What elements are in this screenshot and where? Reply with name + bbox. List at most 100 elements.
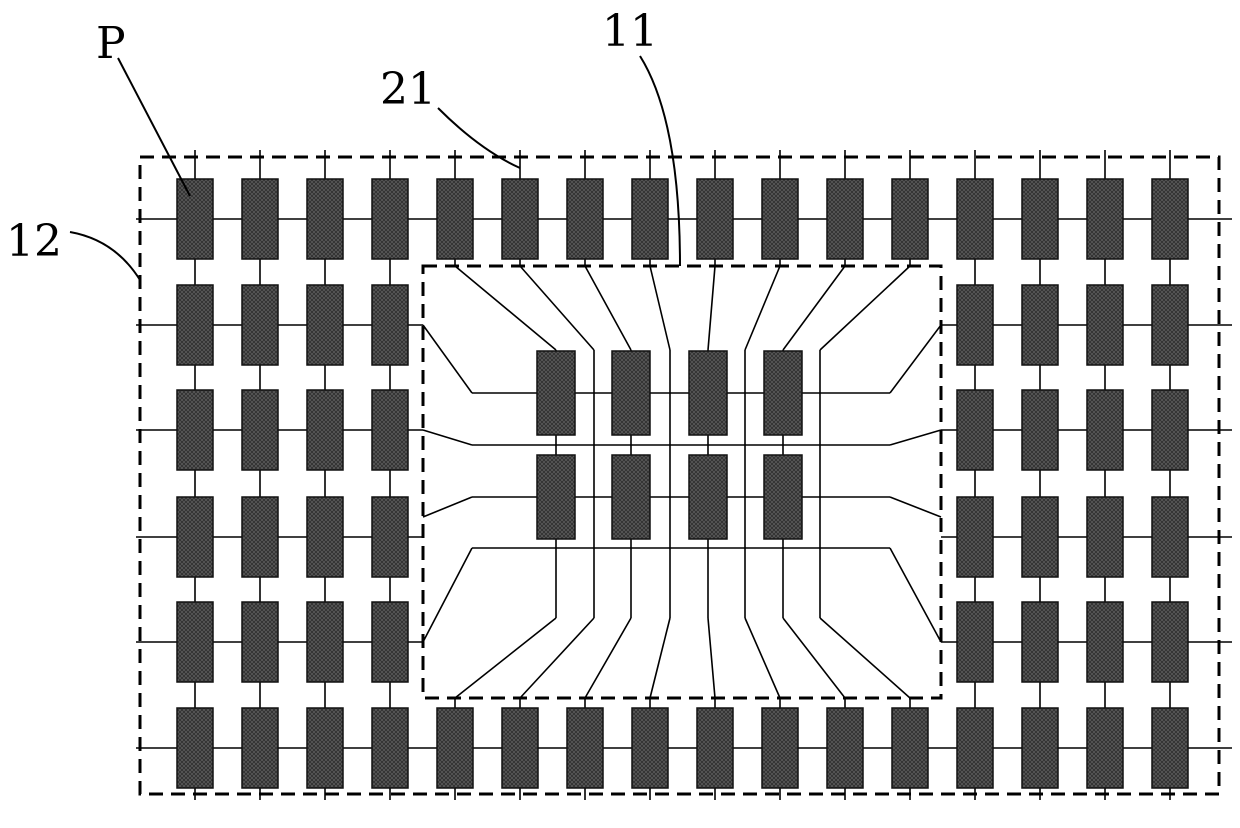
pixel <box>1087 708 1123 788</box>
pixel <box>502 179 538 259</box>
pixel <box>762 179 798 259</box>
pixel <box>1022 708 1058 788</box>
inner-pixel <box>689 455 727 539</box>
pixel <box>762 708 798 788</box>
pixel <box>567 708 603 788</box>
label-p: P <box>96 18 126 69</box>
fanout-top <box>650 266 670 350</box>
fanout-left <box>423 497 472 517</box>
fanout-bottom <box>585 618 631 698</box>
fanout-bottom <box>820 618 910 698</box>
pixel <box>242 390 278 470</box>
inner-pixel <box>612 351 650 435</box>
pixel <box>632 708 668 788</box>
fanout-right <box>890 548 941 642</box>
fanout-bottom <box>783 618 845 698</box>
leader-line-p <box>118 58 190 196</box>
pixel <box>242 179 278 259</box>
pixel <box>372 497 408 577</box>
pixel <box>502 708 538 788</box>
inner-pixel <box>764 455 802 539</box>
pixel <box>307 497 343 577</box>
pixel <box>177 390 213 470</box>
inner-pixel <box>537 351 575 435</box>
pixel <box>307 708 343 788</box>
pixel <box>1022 497 1058 577</box>
pixel <box>437 708 473 788</box>
fanout-bottom <box>455 618 556 698</box>
fanout-bottom <box>520 618 594 698</box>
outer-pixel-array <box>177 179 1188 788</box>
pixel <box>177 179 213 259</box>
fanout-bottom <box>650 618 670 698</box>
signal-lines <box>136 150 1232 800</box>
fanout-top <box>520 266 594 350</box>
pixel <box>957 179 993 259</box>
fanout-right <box>890 497 941 517</box>
pixel <box>1087 602 1123 682</box>
fanout-lines <box>423 266 941 698</box>
inner-pixel <box>612 455 650 539</box>
fanout-top <box>820 266 910 350</box>
pixel <box>242 602 278 682</box>
pixel <box>177 285 213 365</box>
label-21: 21 <box>380 64 436 115</box>
pixel <box>1152 179 1188 259</box>
pixel <box>567 179 603 259</box>
fanout-left <box>423 430 472 445</box>
fanout-bottom <box>745 618 780 698</box>
label-12: 12 <box>6 216 62 267</box>
pixel <box>1152 285 1188 365</box>
pixel <box>372 390 408 470</box>
pixel <box>1087 497 1123 577</box>
inner-pixel <box>764 351 802 435</box>
pixel <box>697 708 733 788</box>
leader-line-12 <box>70 232 140 280</box>
pixel <box>1087 390 1123 470</box>
pixel <box>372 708 408 788</box>
label-11: 11 <box>602 6 658 57</box>
fanout-top <box>708 266 715 350</box>
pixel <box>372 179 408 259</box>
fanout-top <box>783 266 845 350</box>
inner-pixel <box>689 351 727 435</box>
pixel <box>632 179 668 259</box>
pixel <box>957 285 993 365</box>
pixel <box>177 708 213 788</box>
inner-pixel <box>537 455 575 539</box>
pixel <box>1152 390 1188 470</box>
pixel <box>697 179 733 259</box>
fanout-top <box>585 266 631 350</box>
fanout-top <box>745 266 780 350</box>
pixel <box>1087 179 1123 259</box>
pixel <box>1022 390 1058 470</box>
fanout-top <box>455 266 556 350</box>
pixel <box>1022 179 1058 259</box>
pixel <box>827 708 863 788</box>
pixel <box>242 285 278 365</box>
pixel <box>177 602 213 682</box>
fanout-bottom <box>708 618 715 698</box>
pixel <box>957 390 993 470</box>
fanout-right <box>890 325 941 393</box>
pixel <box>372 285 408 365</box>
fanout-right <box>890 430 941 445</box>
pixel <box>242 708 278 788</box>
pixel <box>1022 602 1058 682</box>
pixel <box>1022 285 1058 365</box>
pixel <box>437 179 473 259</box>
inner-region-border <box>423 266 941 698</box>
pixel <box>372 602 408 682</box>
pixel <box>892 179 928 259</box>
pixel <box>957 602 993 682</box>
pixel <box>827 179 863 259</box>
pixel <box>1152 602 1188 682</box>
pixel <box>307 602 343 682</box>
pixel <box>1087 285 1123 365</box>
fanout-left <box>423 325 472 393</box>
pixel <box>307 179 343 259</box>
leader-line-21 <box>438 108 520 168</box>
pixel <box>242 497 278 577</box>
pixel <box>957 708 993 788</box>
